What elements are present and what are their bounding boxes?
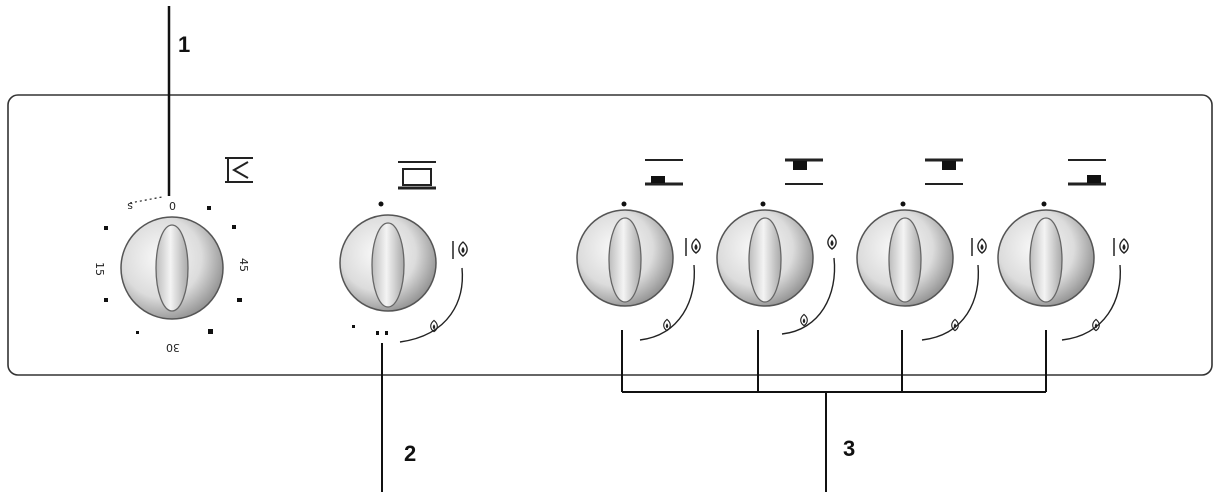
callout-1-label: 1 xyxy=(178,32,190,57)
callout-3-label: 3 xyxy=(843,436,855,461)
burner-control-2 xyxy=(716,158,837,335)
burner-2-power-arc xyxy=(781,257,836,335)
burner-1-power-arc xyxy=(639,264,696,341)
timer-knob[interactable] xyxy=(120,216,224,320)
burner-4-off-dot xyxy=(1041,201,1047,207)
oven-flame-max-icon xyxy=(452,241,468,259)
oven-knob[interactable] xyxy=(339,214,437,312)
timer-control: 0 s 15 30 45 xyxy=(93,157,253,354)
burner-3-off-dot xyxy=(900,201,906,207)
timer-bell-icon xyxy=(225,157,253,183)
burner-3-power-arc xyxy=(921,264,980,341)
burner-3-knob[interactable] xyxy=(856,209,954,307)
burner-4-power-arc xyxy=(1061,264,1121,341)
oven-control xyxy=(339,161,468,343)
timer-scale-30: 30 xyxy=(166,341,180,354)
callout-2-label: 2 xyxy=(404,441,416,466)
burner-control-1 xyxy=(576,159,701,341)
timer-tick xyxy=(104,226,108,230)
hotplate-front-right-icon xyxy=(1068,159,1106,186)
callout-3-bracket xyxy=(621,330,1047,492)
hotplate-front-left-icon xyxy=(645,159,683,186)
oven-off-dot xyxy=(378,201,384,207)
timer-scale-45: 45 xyxy=(237,258,250,272)
oven-tick xyxy=(385,331,388,335)
oven-tick xyxy=(376,331,379,335)
burner-control-4 xyxy=(997,159,1129,341)
burner-4-flame-max-icon xyxy=(1113,238,1129,256)
burner-3-flame-max-icon xyxy=(971,238,987,256)
timer-zero-dotted-line xyxy=(129,196,163,204)
timer-tick xyxy=(207,206,211,210)
timer-tick xyxy=(104,298,108,302)
timer-scale-zero: 0 xyxy=(169,199,176,212)
oven-tick xyxy=(352,325,355,328)
timer-tick xyxy=(237,298,242,302)
timer-tick xyxy=(232,225,236,229)
burner-1-flame-max-icon xyxy=(685,238,701,256)
timer-tick xyxy=(136,331,139,334)
hotplate-rear-right-icon xyxy=(925,158,963,185)
burner-2-knob[interactable] xyxy=(716,209,814,307)
oven-power-arc xyxy=(399,267,464,343)
burner-4-knob[interactable] xyxy=(997,209,1095,307)
burner-2-off-dot xyxy=(760,201,766,207)
timer-scale-s-mark: s xyxy=(127,200,133,213)
hotplate-rear-left-icon xyxy=(785,158,823,185)
burner-1-knob[interactable] xyxy=(576,209,674,307)
oven-icon xyxy=(398,161,436,190)
burner-control-3 xyxy=(856,158,987,341)
timer-tick xyxy=(208,329,213,334)
timer-scale-15: 15 xyxy=(93,262,106,276)
burner-1-off-dot xyxy=(621,201,627,207)
